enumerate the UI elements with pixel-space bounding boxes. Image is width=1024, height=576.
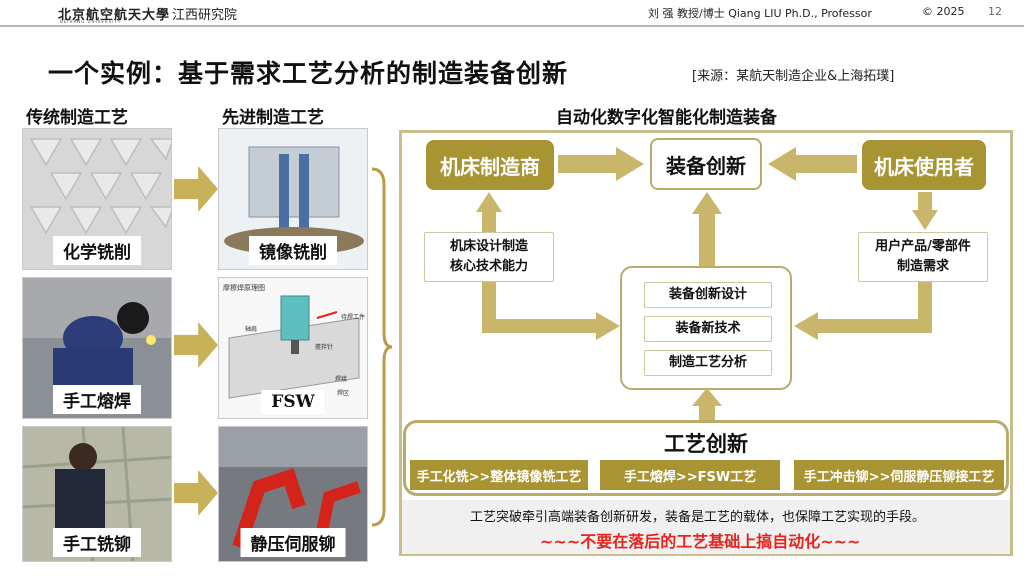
footer-note-background <box>402 500 1010 554</box>
institute-name: 江西研究院 <box>172 8 238 23</box>
flow-arrow-shaft <box>482 212 496 232</box>
flow-arrow-shaft <box>699 404 715 422</box>
arrow-down-icon <box>912 210 938 230</box>
manual-riveting-label: 手工铣铆 <box>53 528 141 557</box>
flow-arrow-shaft <box>558 155 618 173</box>
slide-title: 一个实例：基于需求工艺分析的制造装备创新 <box>48 59 569 88</box>
copyright: © 2025 <box>922 5 965 18</box>
arrow-up-icon <box>692 388 722 406</box>
chemical-milling-label: 化学铣削 <box>53 236 141 265</box>
craft-item-riveting: 手工冲击铆>>伺服静压铆接工艺 <box>794 460 1004 490</box>
arrow-up-icon <box>692 192 722 214</box>
header-divider <box>0 25 1024 27</box>
column-heading-traditional: 传统制造工艺 <box>26 108 128 128</box>
footer-note: 工艺突破牵引高端装备创新研发，装备是工艺的载体，也保障工艺实现的手段。 <box>470 510 926 525</box>
arrow-right-icon <box>174 166 218 212</box>
flow-arrow-shaft <box>816 319 932 333</box>
servo-riveting-label: 静压伺服铆 <box>240 528 346 557</box>
title-source: [来源：某航天制造企业&上海拓璞] <box>692 69 895 84</box>
mirror-milling-label: 镜像铣削 <box>249 236 337 265</box>
fsw-zone-caption: 焊区 <box>337 390 350 397</box>
fsw-workpiece-caption: 待焊工件 <box>341 314 366 321</box>
page-number: 12 <box>988 5 1002 18</box>
center-item-design: 装备创新设计 <box>644 282 772 308</box>
servo-riveting-photo: 静压伺服铆 <box>218 426 368 562</box>
footer-warning: ~~~不要在落后的工艺基础上搞自动化~~~ <box>540 532 861 551</box>
arrow-right-icon <box>174 470 218 516</box>
arrow-right-icon <box>616 147 644 181</box>
user-demand-box: 用户产品/零部件 制造需求 <box>858 232 988 282</box>
chemical-milling-photo: 化学铣削 <box>22 128 172 270</box>
column-heading-advanced: 先进制造工艺 <box>222 108 324 128</box>
fsw-pin-caption: 搅拌针 <box>315 344 334 351</box>
arrow-up-icon <box>476 192 502 212</box>
manual-welding-label: 手工熔焊 <box>53 385 141 414</box>
flow-arrow-shaft <box>482 319 598 333</box>
arrow-left-icon <box>794 312 818 340</box>
arrow-left-icon <box>768 147 796 181</box>
flow-arrow-shaft <box>795 155 857 173</box>
fsw-label: FSW <box>261 390 325 414</box>
center-item-analysis: 制造工艺分析 <box>644 350 772 376</box>
machine-maker-box: 机床制造商 <box>426 140 554 190</box>
manual-riveting-photo: 手工铣铆 <box>22 426 172 562</box>
machine-user-box: 机床使用者 <box>862 140 986 190</box>
fsw-shoulder-caption: 轴肩 <box>245 326 258 333</box>
university-english-name: BEIHANG UNIVERSITY <box>60 19 122 24</box>
craft-item-milling: 手工化铣>>整体镜像铣工艺 <box>410 460 588 490</box>
column-heading-automation: 自动化数字化智能化制造装备 <box>556 108 777 128</box>
brace-icon <box>371 167 393 527</box>
craft-item-welding: 手工熔焊>>FSW工艺 <box>600 460 780 490</box>
arrow-right-icon <box>174 322 218 368</box>
flow-arrow-shaft <box>918 192 932 212</box>
author-info: 刘 强 教授/博士 Qiang LIU Ph.D., Professor <box>648 7 872 20</box>
flow-arrow-shaft <box>699 212 715 266</box>
craft-innovation-title: 工艺创新 <box>664 432 748 456</box>
university-logo-text: 北京航空航天大學 <box>58 8 171 23</box>
fsw-diagram-caption: 摩擦焊原理图 <box>223 284 265 292</box>
mirror-milling-photo: 镜像铣削 <box>218 128 368 270</box>
arrow-right-icon <box>596 312 620 340</box>
fsw-diagram-photo: 摩擦焊原理图 待焊工件 轴肩 搅拌针 焊接 焊区 FSW <box>218 277 368 419</box>
fsw-weld-caption: 焊接 <box>335 376 348 383</box>
center-item-technology: 装备新技术 <box>644 316 772 342</box>
core-capability-box: 机床设计制造 核心技术能力 <box>424 232 554 282</box>
equipment-innovation-box: 装备创新 <box>650 138 762 190</box>
triangle-pattern-icon <box>23 129 171 269</box>
manual-welding-photo: 手工熔焊 <box>22 277 172 419</box>
welder-icon <box>23 278 171 418</box>
